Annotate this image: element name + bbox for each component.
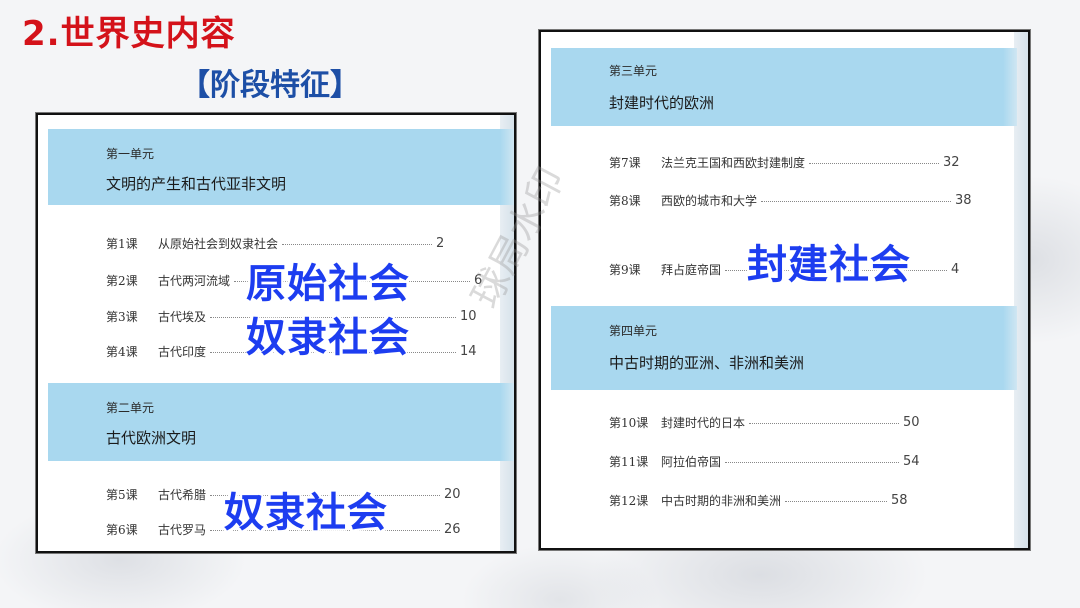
lesson-page: 26 (444, 522, 461, 537)
lesson-number: 第7课 (609, 156, 641, 170)
lesson-page: 20 (444, 487, 461, 502)
lesson-name: 西欧的城市和大学 (661, 194, 758, 208)
lesson-number: 第1课 (106, 237, 138, 251)
unit-banner-4: 第四单元 中古时期的亚洲、非洲和美洲 (551, 306, 1017, 390)
lesson-name: 中古时期的非洲和美洲 (661, 494, 782, 508)
lesson-name: 从原始社会到奴隶社会 (158, 237, 279, 251)
lesson-row: 第12课 中古时期的非洲和美洲 58 (609, 492, 908, 509)
lesson-row: 第5课 古代希腊 20 (106, 486, 461, 503)
lesson-name: 封建时代的日本 (661, 416, 746, 430)
lesson-name: 拜占庭帝国 (661, 263, 722, 277)
stamp-slave-society: 奴隶社会 (224, 490, 388, 536)
lesson-page: 32 (943, 155, 960, 170)
lesson-page: 50 (903, 415, 920, 430)
unit-number: 第二单元 (106, 401, 155, 415)
lesson-row: 第6课 古代罗马 26 (106, 521, 461, 538)
lesson-page: 14 (460, 344, 477, 359)
toc-page-left: 第一单元 文明的产生和古代亚非文明 第1课 从原始社会到奴隶社会 2 第2课 古… (36, 113, 516, 553)
lesson-row: 第11课 阿拉伯帝国 54 (609, 453, 920, 470)
unit-banner-2: 第二单元 古代欧洲文明 (48, 383, 514, 461)
stamp-primitive-society: 原始社会 (246, 261, 410, 307)
lesson-number: 第8课 (609, 194, 641, 208)
lesson-number: 第11课 (609, 455, 649, 469)
lesson-page: 54 (903, 454, 920, 469)
unit-number: 第一单元 (106, 147, 155, 161)
lesson-page: 38 (955, 193, 972, 208)
stamp-feudal-society: 封建社会 (747, 242, 911, 288)
unit-title: 封建时代的欧洲 (609, 94, 715, 112)
lesson-number: 第4课 (106, 345, 138, 359)
lesson-page: 6 (474, 273, 483, 288)
lesson-page: 2 (436, 236, 445, 251)
section-subtitle: 【阶段特征】 (180, 68, 360, 103)
lesson-row: 第2课 古代两河流域 6 (106, 272, 482, 289)
lesson-row: 第1课 从原始社会到奴隶社会 2 (106, 235, 444, 252)
unit-title: 古代欧洲文明 (106, 429, 197, 447)
lesson-page: 10 (460, 309, 477, 324)
lesson-row: 第10课 封建时代的日本 50 (609, 414, 920, 431)
page-edge (1014, 32, 1028, 548)
unit-number: 第三单元 (609, 64, 658, 78)
unit-title: 中古时期的亚洲、非洲和美洲 (609, 354, 805, 372)
lesson-name: 法兰克王国和西欧封建制度 (661, 156, 806, 170)
lesson-name: 古代希腊 (158, 488, 207, 502)
unit-title: 文明的产生和古代亚非文明 (106, 175, 287, 193)
stamp-slave-society: 奴隶社会 (246, 315, 410, 361)
lesson-name: 古代印度 (158, 345, 207, 359)
unit-banner-1: 第一单元 文明的产生和古代亚非文明 (48, 129, 514, 205)
lesson-name: 古代罗马 (158, 523, 207, 537)
lesson-number: 第6课 (106, 523, 138, 537)
lesson-row: 第4课 古代印度 14 (106, 343, 477, 360)
lesson-name: 古代两河流域 (158, 274, 231, 288)
lesson-row: 第7课 法兰克王国和西欧封建制度 32 (609, 154, 960, 171)
lesson-number: 第2课 (106, 274, 138, 288)
lesson-number: 第5课 (106, 488, 138, 502)
toc-page-right: 第三单元 封建时代的欧洲 第7课 法兰克王国和西欧封建制度 32 第8课 西欧的… (539, 30, 1030, 550)
lesson-row: 第3课 古代埃及 10 (106, 308, 477, 325)
lesson-number: 第12课 (609, 494, 649, 508)
lesson-row: 第9课 拜占庭帝国 4 (609, 261, 959, 278)
lesson-name: 古代埃及 (158, 310, 207, 324)
lesson-name: 阿拉伯帝国 (661, 455, 722, 469)
lesson-page: 4 (951, 262, 960, 277)
page-title: 2.世界史内容 (22, 14, 236, 54)
lesson-page: 58 (891, 493, 908, 508)
unit-banner-3: 第三单元 封建时代的欧洲 (551, 48, 1017, 126)
unit-number: 第四单元 (609, 324, 658, 338)
lesson-number: 第3课 (106, 310, 138, 324)
lesson-number: 第9课 (609, 263, 641, 277)
lesson-number: 第10课 (609, 416, 649, 430)
lesson-row: 第8课 西欧的城市和大学 38 (609, 192, 972, 209)
